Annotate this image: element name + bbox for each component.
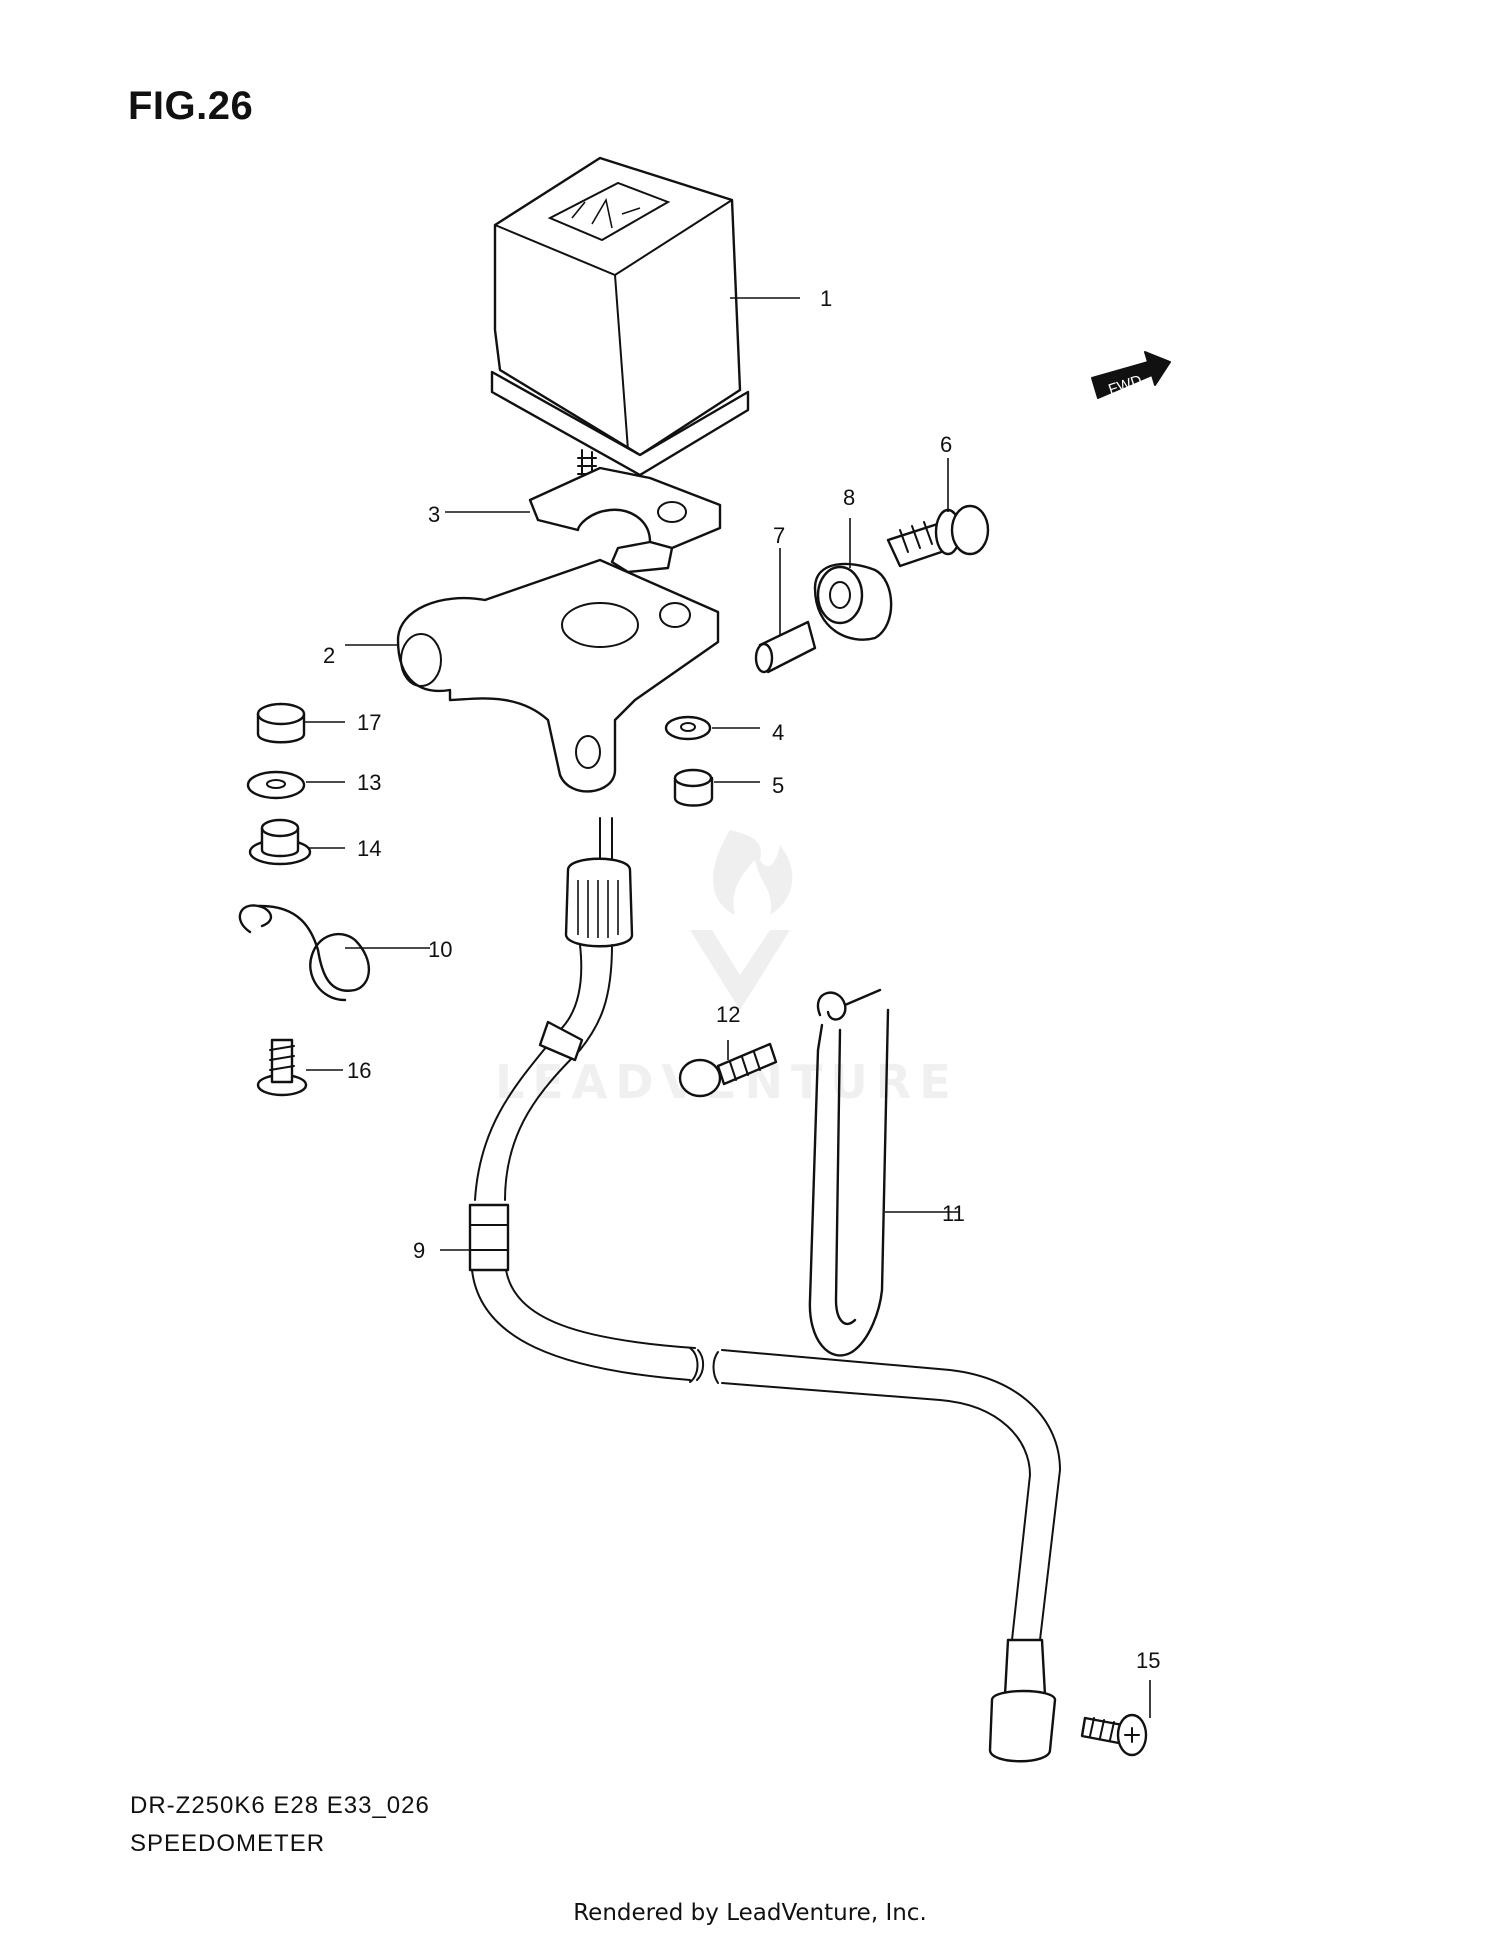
part-7-collar [754,620,817,674]
part-8-grommet [813,562,893,641]
callout-3: 3 [428,502,440,527]
render-credit: Rendered by LeadVenture, Inc. [573,1900,927,1926]
callout-5: 5 [772,773,784,798]
callout-1: 1 [820,286,832,311]
part-17-nut [256,702,306,744]
meter-stud [577,449,597,481]
part-5-nut [673,768,714,807]
part-2-main-bracket [396,558,720,793]
callout-8: 8 [843,485,855,510]
callout-17: 17 [357,710,381,735]
part-6-bolt [886,504,990,568]
callout-14: 14 [357,836,381,861]
callout-13: 13 [357,770,381,795]
part-9-speedometer-cable [468,817,1062,1763]
part-14-flange-nut [248,818,312,866]
part-12-bolt [678,1042,778,1098]
callout-12: 12 [716,1002,740,1027]
callout-15: 15 [1136,1648,1160,1673]
part-11-clamp [808,988,890,1357]
callout-10: 10 [428,937,452,962]
part-3-bracket-plate [528,466,722,574]
part-10-clip [238,904,371,1002]
callout-16: 16 [347,1058,371,1083]
figure-title: FIG.26 [128,84,254,128]
callout-6: 6 [940,432,952,457]
callouts: 1 2 3 4 5 6 7 8 9 10 11 12 13 14 15 16 1… [323,286,1160,1673]
model-code: DR-Z250K6 E28 E33_026 [130,1792,430,1819]
callout-7: 7 [773,523,785,548]
part-13-washer [246,770,306,800]
part-4-washer [664,715,712,741]
part-1-speedometer [490,156,750,477]
callout-11: 11 [942,1201,965,1226]
callout-9: 9 [413,1238,425,1263]
leader-lines [304,297,1151,1718]
figure-name: SPEEDOMETER [130,1830,326,1857]
callout-4: 4 [772,720,784,745]
forward-direction-badge: FWD [1091,351,1171,399]
callout-2: 2 [323,643,335,668]
part-16-screw [256,1038,308,1097]
part-15-screw [1080,1713,1148,1757]
